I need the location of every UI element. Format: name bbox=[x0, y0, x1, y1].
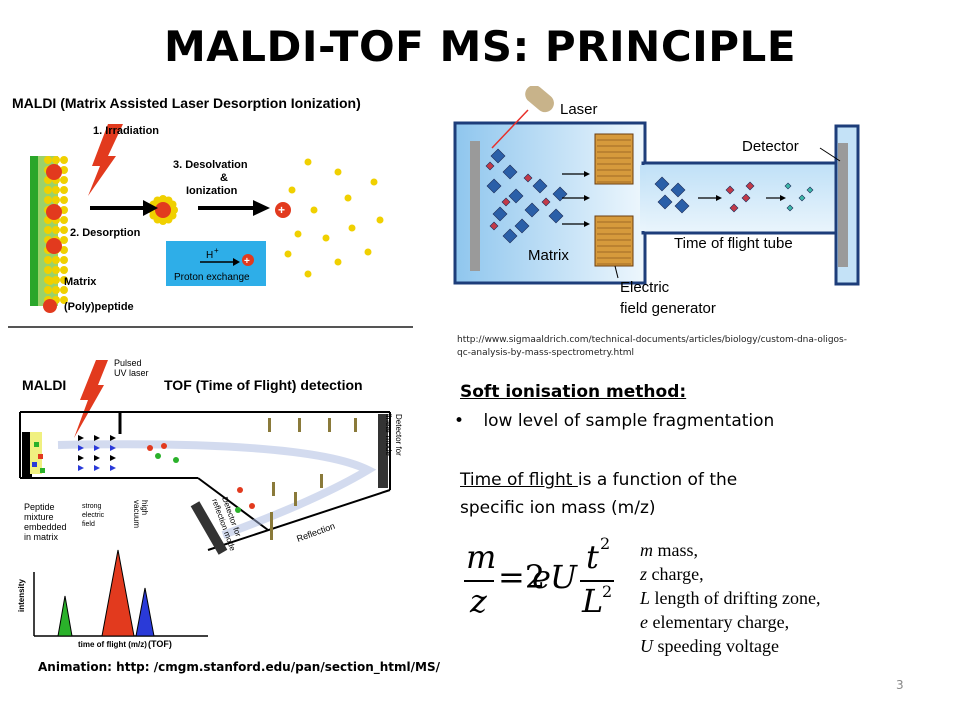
svg-text:linear mode: linear mode bbox=[384, 414, 393, 456]
svg-text:strong: strong bbox=[82, 503, 102, 510]
soft-ionisation-heading: Soft ionisation method: bbox=[460, 382, 687, 402]
svg-text:(TOF): (TOF) bbox=[148, 639, 172, 649]
peak-blue bbox=[135, 587, 155, 637]
slide-title: MALDI-TOF MS: PRINCIPLE bbox=[163, 22, 797, 71]
variable-4: U speeding voltage bbox=[640, 636, 779, 656]
svg-text:Detector for: Detector for bbox=[394, 414, 403, 456]
svg-text:embedded: embedded bbox=[24, 522, 67, 532]
maldi-heading: MALDI (Matrix Assisted Laser Desorption … bbox=[12, 95, 361, 111]
svg-text:+: + bbox=[244, 256, 250, 267]
svg-text:+: + bbox=[214, 246, 219, 255]
label-matrix: Matrix bbox=[528, 247, 569, 264]
label-detector: Detector bbox=[742, 138, 799, 155]
svg-text:MALDI: MALDI bbox=[22, 377, 66, 393]
step-desolvation: 3. Desolvation bbox=[173, 159, 248, 171]
svg-text:time of flight (m/z): time of flight (m/z) bbox=[78, 640, 147, 649]
svg-text:intensity: intensity bbox=[17, 579, 26, 612]
svg-text:Peptide: Peptide bbox=[24, 502, 55, 512]
maldi-diagram: MALDI (Matrix Assisted Laser Desorption … bbox=[8, 95, 413, 328]
tof-tube-diagram: Laser Detector Matrix Time of flight tub… bbox=[453, 86, 860, 317]
peak-red bbox=[101, 549, 135, 637]
maldi-tof-diagram: MALDI Pulsed UV laser TOF (Time of Fligh… bbox=[17, 358, 403, 649]
svg-text:field generator: field generator bbox=[620, 300, 716, 317]
svg-text:UV laser: UV laser bbox=[114, 368, 149, 378]
svg-text:mixture: mixture bbox=[24, 512, 54, 522]
step-desorption: 2. Desorption bbox=[70, 227, 141, 239]
svg-text:+: + bbox=[278, 203, 285, 217]
svg-text:Pulsed: Pulsed bbox=[114, 358, 142, 368]
legend-matrix: Matrix bbox=[64, 276, 97, 288]
peak-green bbox=[57, 595, 73, 637]
legend-peptide: (Poly)peptide bbox=[64, 301, 134, 313]
laser-icon bbox=[525, 86, 554, 113]
variable-1: z charge, bbox=[640, 564, 704, 584]
svg-text:Reflection: Reflection bbox=[295, 521, 336, 544]
svg-text:TOF (Time of Flight) detection: TOF (Time of Flight) detection bbox=[164, 377, 363, 393]
svg-text:field: field bbox=[82, 521, 95, 528]
source-url[interactable]: http://www.sigmaaldrich.com/technical-do… bbox=[457, 335, 847, 358]
svg-text:vacuum: vacuum bbox=[132, 500, 141, 528]
svg-text:&: & bbox=[220, 172, 228, 184]
variable-0: m mass, bbox=[640, 540, 698, 560]
page-number: 3 bbox=[896, 678, 904, 692]
variable-list: m mass, z charge, L length of drifting zon… bbox=[640, 538, 820, 658]
label-tof-tube: Time of flight tube bbox=[674, 235, 793, 252]
variable-2: L length of drifting zone, bbox=[640, 588, 821, 608]
svg-text:electric: electric bbox=[82, 512, 105, 519]
label-laser: Laser bbox=[560, 101, 598, 118]
tof-description: Time of flight is a function of the spec… bbox=[460, 470, 738, 518]
bullet-icon: • bbox=[454, 411, 465, 431]
matrix-scatter bbox=[284, 158, 384, 278]
step-irradiation: 1. Irradiation bbox=[93, 125, 159, 137]
tof-formula: m z =2 e U t 2 L 2 bbox=[464, 534, 614, 620]
svg-text:Ionization: Ionization bbox=[186, 185, 238, 197]
svg-text:Proton exchange: Proton exchange bbox=[174, 272, 250, 283]
svg-text:H: H bbox=[206, 250, 213, 261]
pulsed-laser-bolt-icon bbox=[74, 360, 108, 438]
laser-bolt-icon bbox=[88, 124, 123, 196]
soft-bullet: • low level of sample fragmentation bbox=[454, 411, 775, 431]
label-electric: Electric bbox=[620, 279, 670, 296]
variable-3: e elementary charge, bbox=[640, 612, 790, 632]
svg-text:in matrix: in matrix bbox=[24, 532, 59, 542]
svg-text:high: high bbox=[140, 500, 149, 515]
animation-link[interactable]: Animation: http: /cmgm.stanford.edu/pan/… bbox=[38, 660, 440, 674]
